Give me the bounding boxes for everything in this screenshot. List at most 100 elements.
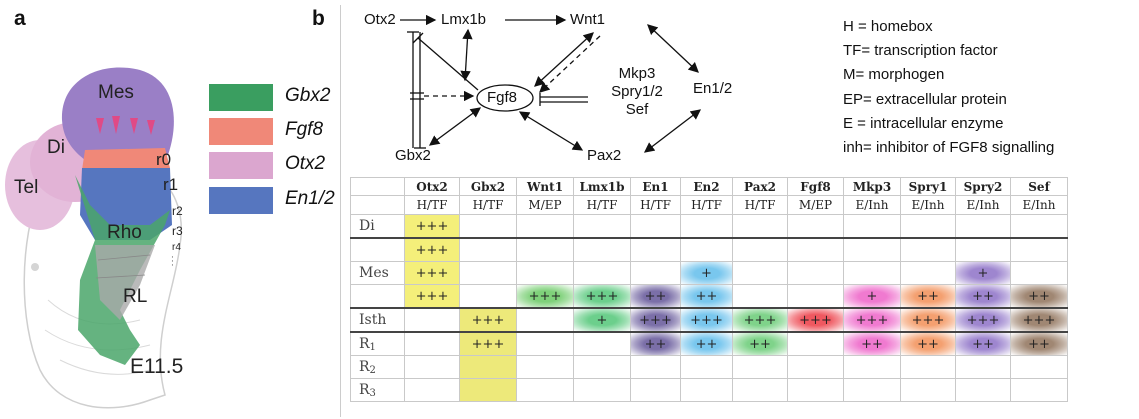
table-cell [680,355,733,379]
table-cell [680,237,733,262]
mesencephalon [61,67,174,160]
table-row-label: Isth [350,307,405,333]
table-cell: +++ [459,307,517,333]
table-cell: + [955,261,1011,285]
table-header-en1: En1 [630,177,681,196]
table-row: Mes+++++ [350,261,1068,285]
legend-swatch-gbx2 [209,84,273,111]
gene-network-edges [400,14,702,153]
table-cell [787,378,844,402]
fgf8-band [82,148,170,170]
table-cell [516,261,574,285]
table-cell [573,331,631,356]
table-corner [350,195,405,215]
key-line-m: M= morphogen [843,66,945,83]
table-row-label [350,237,405,262]
table-cell [732,237,788,262]
table-category-cell: H/TF [630,195,681,215]
table-cell [573,378,631,402]
table-cell [1010,355,1068,379]
table-cell [787,355,844,379]
table-row: R3 [350,378,1068,402]
table-cell: + [680,261,733,285]
table-cell [787,261,844,285]
table-cell [1010,378,1068,402]
table-cell [1010,214,1068,239]
table-header-spry1: Spry1 [900,177,956,196]
table-cell: +++ [843,307,901,333]
table-cell [732,261,788,285]
legend-label-fgf8: Fgf8 [285,119,324,140]
table-cell [955,355,1011,379]
table-cell: +++ [404,214,460,239]
table-cell: +++ [955,307,1011,333]
key-line-h: H = homebox [843,18,933,35]
table-category-cell: M/EP [787,195,844,215]
table-cell: ++ [630,331,681,356]
table-cell [680,214,733,239]
table-cell [516,355,574,379]
table-cell: +++ [573,284,631,309]
label-r0: r0 [156,150,172,169]
table-cell: ++ [955,331,1011,356]
table-cell [573,261,631,285]
table-cell [459,355,517,379]
table-cell [404,378,460,402]
table-cell [732,214,788,239]
table-cell [955,214,1011,239]
table-header-mkp3: Mkp3 [843,177,901,196]
label-r2: r2 [172,204,183,218]
table-cell [1010,237,1068,262]
table-category-cell: H/TF [680,195,733,215]
table-cell: ++ [680,284,733,309]
node-spry: Spry1/2 [611,83,663,100]
table-category-cell: E/Inh [900,195,956,215]
table-category-cell: E/Inh [955,195,1011,215]
table-row-label: Di [350,214,405,239]
table-cell: +++ [404,284,460,309]
table-cell [843,237,901,262]
table-cell [516,331,574,356]
legend-swatch-en12 [209,187,273,214]
table-corner [350,177,405,196]
table-cell [843,261,901,285]
table-cell [573,214,631,239]
table-header-gbx2: Gbx2 [459,177,517,196]
table-cell [900,261,956,285]
table-cell: +++ [630,307,681,333]
table-category-cell: H/TF [459,195,517,215]
table-cell: ++ [1010,284,1068,309]
table-cell [459,237,517,262]
table-cell: +++ [404,237,460,262]
node-gbx2: Gbx2 [395,147,431,164]
table-cell [630,214,681,239]
table-cell [787,237,844,262]
table-cell [459,261,517,285]
label-r3: r3 [172,224,183,238]
table-row-label: R2 [350,355,405,379]
label-rho: Rho [107,222,142,243]
table-cell [787,331,844,356]
key-line-ep: EP= extracellular protein [843,91,1007,108]
panel-b-letter: b [312,7,325,30]
label-di: Di [47,137,65,158]
table-cell [630,378,681,402]
label-rl: RL [123,286,148,307]
table-cell [732,284,788,309]
table-cell: ++ [732,331,788,356]
table-category-cell: E/Inh [1010,195,1068,215]
table-cell [516,378,574,402]
table-cell [843,378,901,402]
table-header-spry2: Spry2 [955,177,1011,196]
fgf8-node-ellipse [476,84,534,112]
table-cell [732,355,788,379]
table-cell: ++ [900,331,956,356]
table-row: R1+++++++++++++++++ [350,331,1068,356]
table-row-label [350,284,405,309]
table-header-fgf8: Fgf8 [787,177,844,196]
node-mkp3: Mkp3 [618,65,656,82]
panel-a-letter: a [14,7,26,30]
legend-label-gbx2: Gbx2 [285,85,331,106]
